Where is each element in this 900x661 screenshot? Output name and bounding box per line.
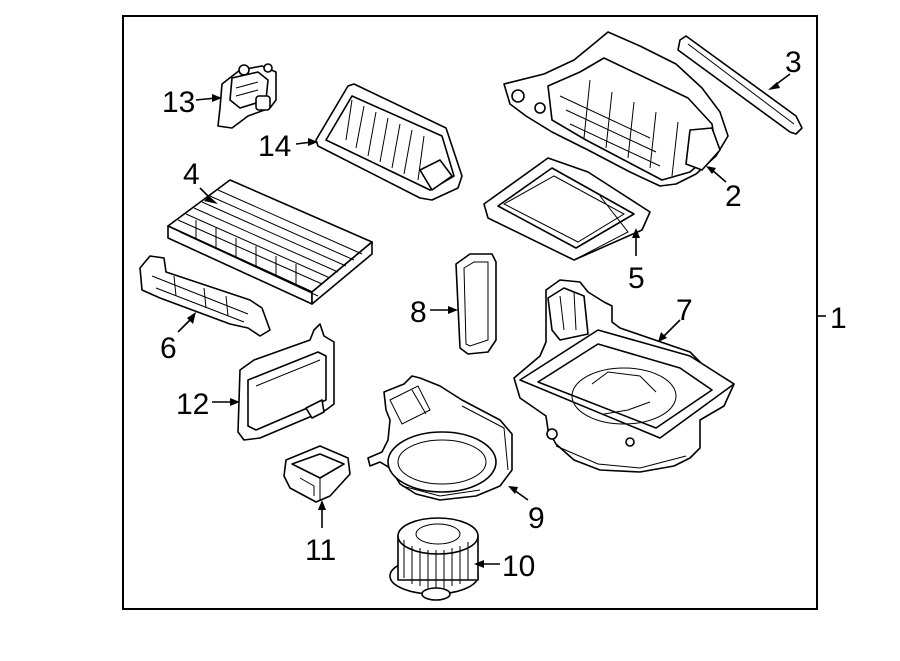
callout-5: 5 (628, 262, 645, 295)
part-3-seal (677, 35, 803, 135)
callout-labels: 13 14 4 3 2 5 6 7 8 12 9 11 10 1 (160, 46, 847, 583)
part-7-lower-case (513, 279, 735, 473)
callout-4: 4 (183, 158, 200, 191)
callout-11: 11 (305, 534, 336, 567)
part-8-gasket (455, 253, 497, 355)
callout-7: 7 (676, 294, 693, 327)
callout-6: 6 (160, 332, 177, 365)
callout-9: 9 (528, 502, 545, 535)
callout-3: 3 (785, 46, 802, 79)
callout-10: 10 (502, 550, 535, 583)
part-10-blower-motor (389, 517, 479, 601)
callout-2: 2 (725, 180, 742, 213)
part-5-filter-frame (483, 157, 651, 261)
callout-14: 14 (258, 130, 291, 163)
callout-13: 13 (162, 86, 195, 119)
leader-lines (177, 73, 826, 568)
part-2-upper-case (503, 31, 729, 187)
part-9-blower-housing (367, 375, 513, 501)
part-11-resistor (283, 445, 351, 503)
callout-8: 8 (410, 296, 427, 329)
part-6-bracket (139, 255, 271, 337)
part-12-module (237, 323, 335, 441)
callout-1: 1 (830, 302, 847, 335)
callout-12: 12 (176, 388, 209, 421)
part-4-cabin-filter (167, 179, 373, 305)
assembly-frame (122, 15, 818, 610)
part-13-actuator (217, 63, 277, 129)
part-14-intake-duct (315, 83, 463, 201)
